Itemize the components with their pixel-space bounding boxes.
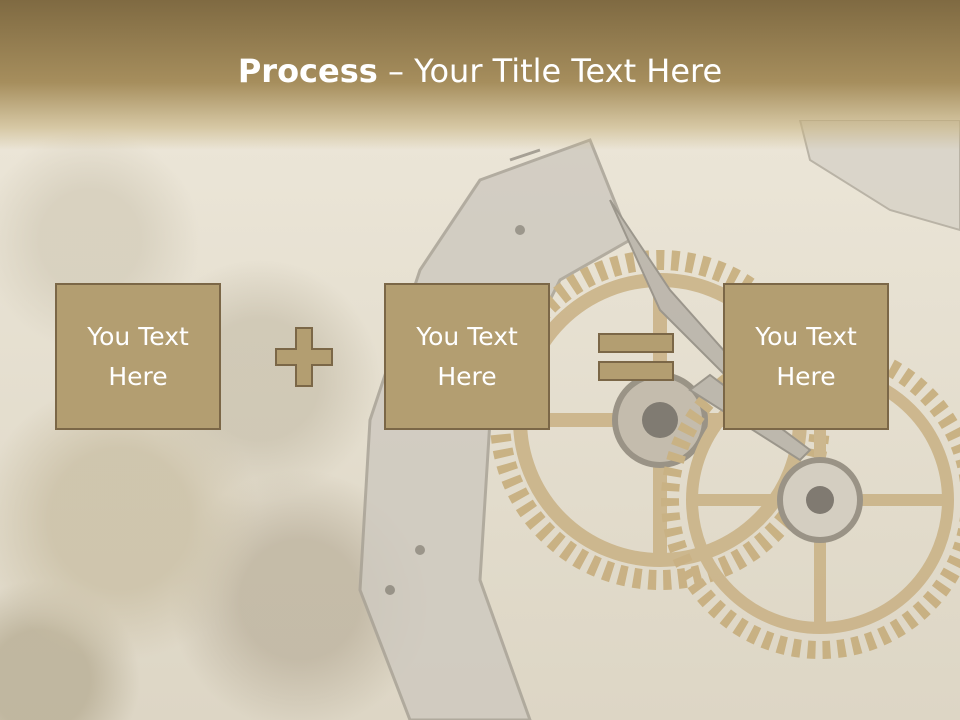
process-box-2[interactable]: You Text Here bbox=[384, 283, 550, 430]
title-text: Your Title Text Here bbox=[414, 52, 723, 90]
equals-icon bbox=[598, 333, 674, 381]
process-box-3[interactable]: You Text Here bbox=[723, 283, 889, 430]
plus-icon bbox=[275, 327, 333, 387]
title-bold-text: Process bbox=[237, 52, 378, 90]
slide-title[interactable]: Process – Your Title Text Here bbox=[0, 52, 960, 90]
title-dash: – bbox=[377, 52, 415, 90]
title-bar: Process – Your Title Text Here bbox=[0, 0, 960, 150]
process-box-1[interactable]: You Text Here bbox=[55, 283, 221, 430]
